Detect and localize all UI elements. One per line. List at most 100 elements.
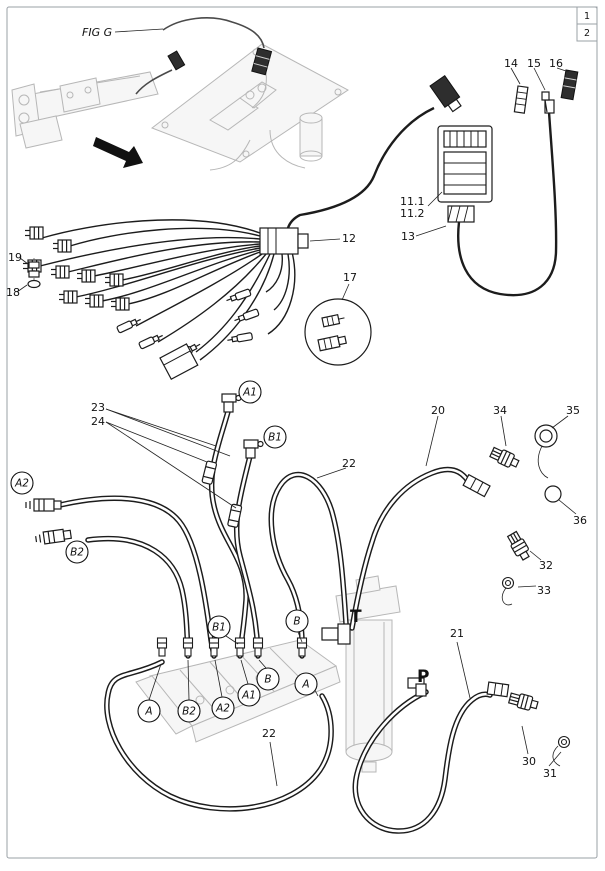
lower-callouts: 23 24 22 20 34 35 36 32 33 21 22 30 31 bbox=[91, 401, 587, 787]
port-label-p: P bbox=[417, 667, 429, 687]
callout-24: 24 bbox=[91, 415, 105, 428]
svg-text:A: A bbox=[301, 679, 309, 691]
valve-fitting-icon bbox=[252, 637, 264, 657]
square-connector-icon bbox=[58, 290, 78, 304]
part-14-icon bbox=[513, 85, 529, 114]
port-labels: A1 B1 A2 B2 B B1 B A A1 A2 B2 A T P bbox=[10, 380, 429, 723]
port-label-a2-left: A2 bbox=[10, 471, 34, 495]
plug-31-icon bbox=[552, 735, 571, 767]
callout-35: 35 bbox=[566, 404, 580, 417]
svg-text:B2: B2 bbox=[70, 547, 84, 559]
harness-connector-icon bbox=[251, 47, 273, 76]
square-connector-icon bbox=[50, 265, 70, 279]
square-connector-icon bbox=[84, 294, 104, 308]
callout-32: 32 bbox=[539, 559, 553, 572]
square-connector-icon bbox=[110, 297, 130, 311]
page-number-1[interactable]: 1 bbox=[584, 11, 590, 22]
ghost-assembly bbox=[11, 43, 349, 171]
part-15-icon bbox=[541, 91, 550, 113]
port-label-b2-valve: B2 bbox=[177, 699, 201, 723]
callout-15: 15 bbox=[527, 57, 541, 70]
port-label-b-valve: B bbox=[256, 667, 280, 691]
port-label-a-valve-left: A bbox=[137, 699, 161, 723]
callout-30: 30 bbox=[522, 755, 536, 768]
svg-text:A2: A2 bbox=[215, 703, 230, 715]
callout-31: 31 bbox=[543, 767, 557, 780]
valve-fitting-icon bbox=[208, 637, 220, 657]
inline-fitting-icon bbox=[201, 460, 218, 486]
port-label-b1-top: B1 bbox=[263, 425, 287, 449]
hose-end-a2-icon bbox=[25, 498, 62, 512]
callout-34: 34 bbox=[493, 404, 507, 417]
callout-23: 23 bbox=[91, 401, 105, 414]
callout-21: 21 bbox=[450, 627, 464, 640]
elbow-fitting-b1-icon bbox=[243, 439, 264, 459]
callout-14: 14 bbox=[504, 57, 518, 70]
port-label-a2-valve: A2 bbox=[211, 696, 235, 720]
fittings-group bbox=[25, 393, 571, 767]
port-label-b2-left: B2 bbox=[65, 540, 89, 564]
port-label-t: T bbox=[350, 607, 362, 627]
hose-end-b2-icon bbox=[34, 527, 73, 546]
valve-fitting-icon bbox=[296, 637, 308, 657]
harness-module-icon bbox=[159, 343, 199, 381]
svg-text:A: A bbox=[144, 706, 152, 718]
ecu-group: 14 15 16 11.1 11.2 13 bbox=[286, 57, 579, 297]
callout-19: 19 bbox=[8, 251, 22, 264]
page-number-2[interactable]: 2 bbox=[584, 28, 590, 39]
port-label-b1-valve: B1 bbox=[207, 615, 231, 639]
square-connector-icon bbox=[24, 226, 44, 240]
valve-fitting-icon bbox=[156, 637, 168, 657]
callout-18: 18 bbox=[6, 286, 20, 299]
hose-end-21-icon bbox=[486, 681, 510, 698]
valve-fitting-icon bbox=[182, 637, 194, 657]
svg-text:B1: B1 bbox=[212, 622, 226, 634]
port-label-b-mid: B bbox=[285, 609, 309, 633]
svg-text:A1: A1 bbox=[242, 387, 257, 399]
callout-22-upper: 22 bbox=[342, 457, 356, 470]
callout-22-lower: 22 bbox=[262, 727, 276, 740]
barrel-connector-icon bbox=[226, 331, 254, 345]
small-connector-icon bbox=[167, 50, 186, 71]
quick-coupler-34-icon bbox=[488, 445, 521, 471]
svg-text:B: B bbox=[293, 616, 300, 628]
cap-36-icon bbox=[544, 485, 562, 503]
plug-33-icon bbox=[501, 576, 515, 606]
page-tab-2[interactable] bbox=[576, 23, 598, 42]
connector-13-icon bbox=[447, 205, 475, 223]
valve-fitting-icon bbox=[234, 637, 246, 657]
junction-box-12 bbox=[259, 227, 309, 255]
port-label-a-valve-right: A bbox=[294, 672, 318, 696]
callout-12: 12 bbox=[342, 232, 356, 245]
hose-end-20-icon bbox=[462, 473, 491, 498]
tee-fitting-icon bbox=[321, 623, 351, 645]
svg-text:A2: A2 bbox=[14, 478, 29, 490]
hose-set bbox=[60, 408, 490, 831]
square-connector-icon bbox=[76, 269, 96, 283]
callout-11-2: 11.2 bbox=[400, 207, 425, 220]
port-label-a1-valve: A1 bbox=[237, 683, 261, 707]
parts-18-19 bbox=[16, 257, 41, 293]
port-label-a1-top: A1 bbox=[238, 380, 262, 404]
ecu-plug-icon bbox=[429, 74, 462, 113]
callout-20: 20 bbox=[431, 404, 445, 417]
callout-16: 16 bbox=[549, 57, 563, 70]
svg-text:B1: B1 bbox=[268, 432, 282, 444]
quick-coupler-30-icon bbox=[507, 690, 540, 713]
dust-cap-35-icon bbox=[534, 424, 558, 479]
svg-text:A1: A1 bbox=[241, 690, 256, 702]
square-connector-icon bbox=[104, 273, 124, 287]
callout-36: 36 bbox=[573, 514, 587, 527]
svg-text:B2: B2 bbox=[182, 706, 196, 718]
detail-circle-17: 17 bbox=[304, 271, 372, 366]
callout-17: 17 bbox=[343, 271, 357, 284]
elbow-fitting-a1-icon bbox=[221, 393, 242, 413]
fig-reference: FIG G bbox=[82, 17, 273, 95]
p-fitting-icon bbox=[407, 677, 427, 697]
callout-11-1: 11.1 bbox=[400, 195, 425, 208]
quick-coupler-32-icon bbox=[505, 529, 533, 563]
callout-33: 33 bbox=[537, 584, 551, 597]
page-frame: 1 2 bbox=[6, 6, 598, 859]
